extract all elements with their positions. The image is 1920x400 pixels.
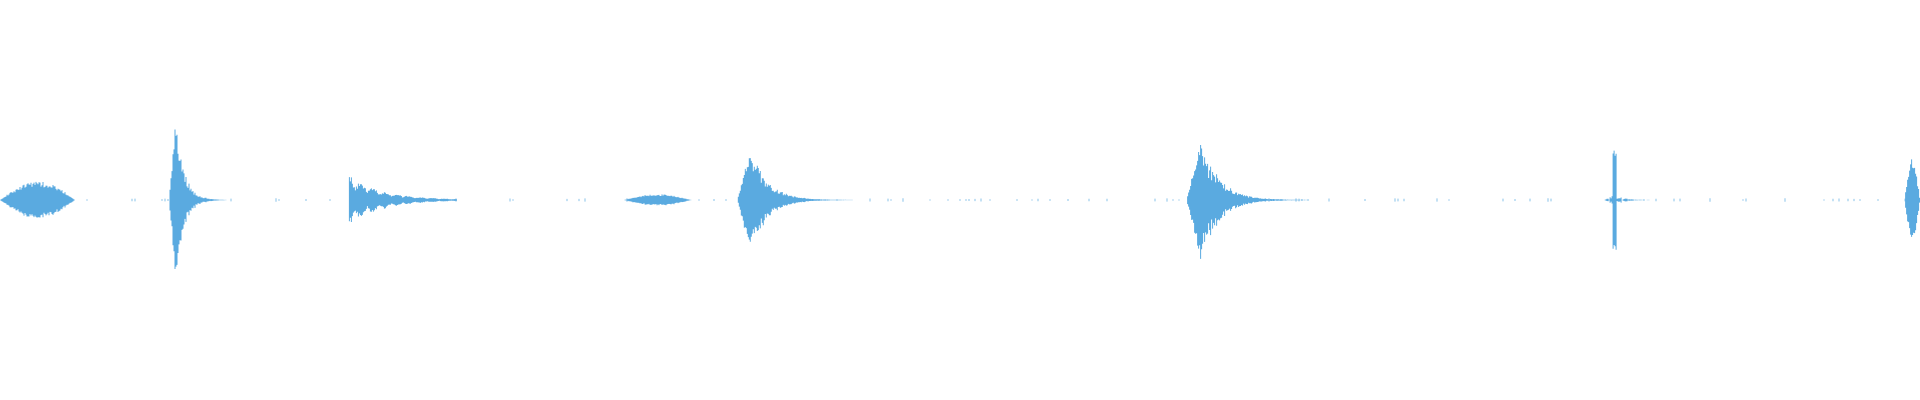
waveform-event-4 <box>624 194 692 206</box>
waveform-event-5 <box>737 158 853 242</box>
waveform-events <box>0 129 1920 269</box>
waveform-event-3 <box>348 177 457 222</box>
waveform-event-1 <box>0 181 75 218</box>
waveform-event-6 <box>1187 145 1310 259</box>
waveform-event-8 <box>1905 159 1920 237</box>
waveform-event-7 <box>1604 150 1650 250</box>
waveform-event-2 <box>169 129 227 269</box>
